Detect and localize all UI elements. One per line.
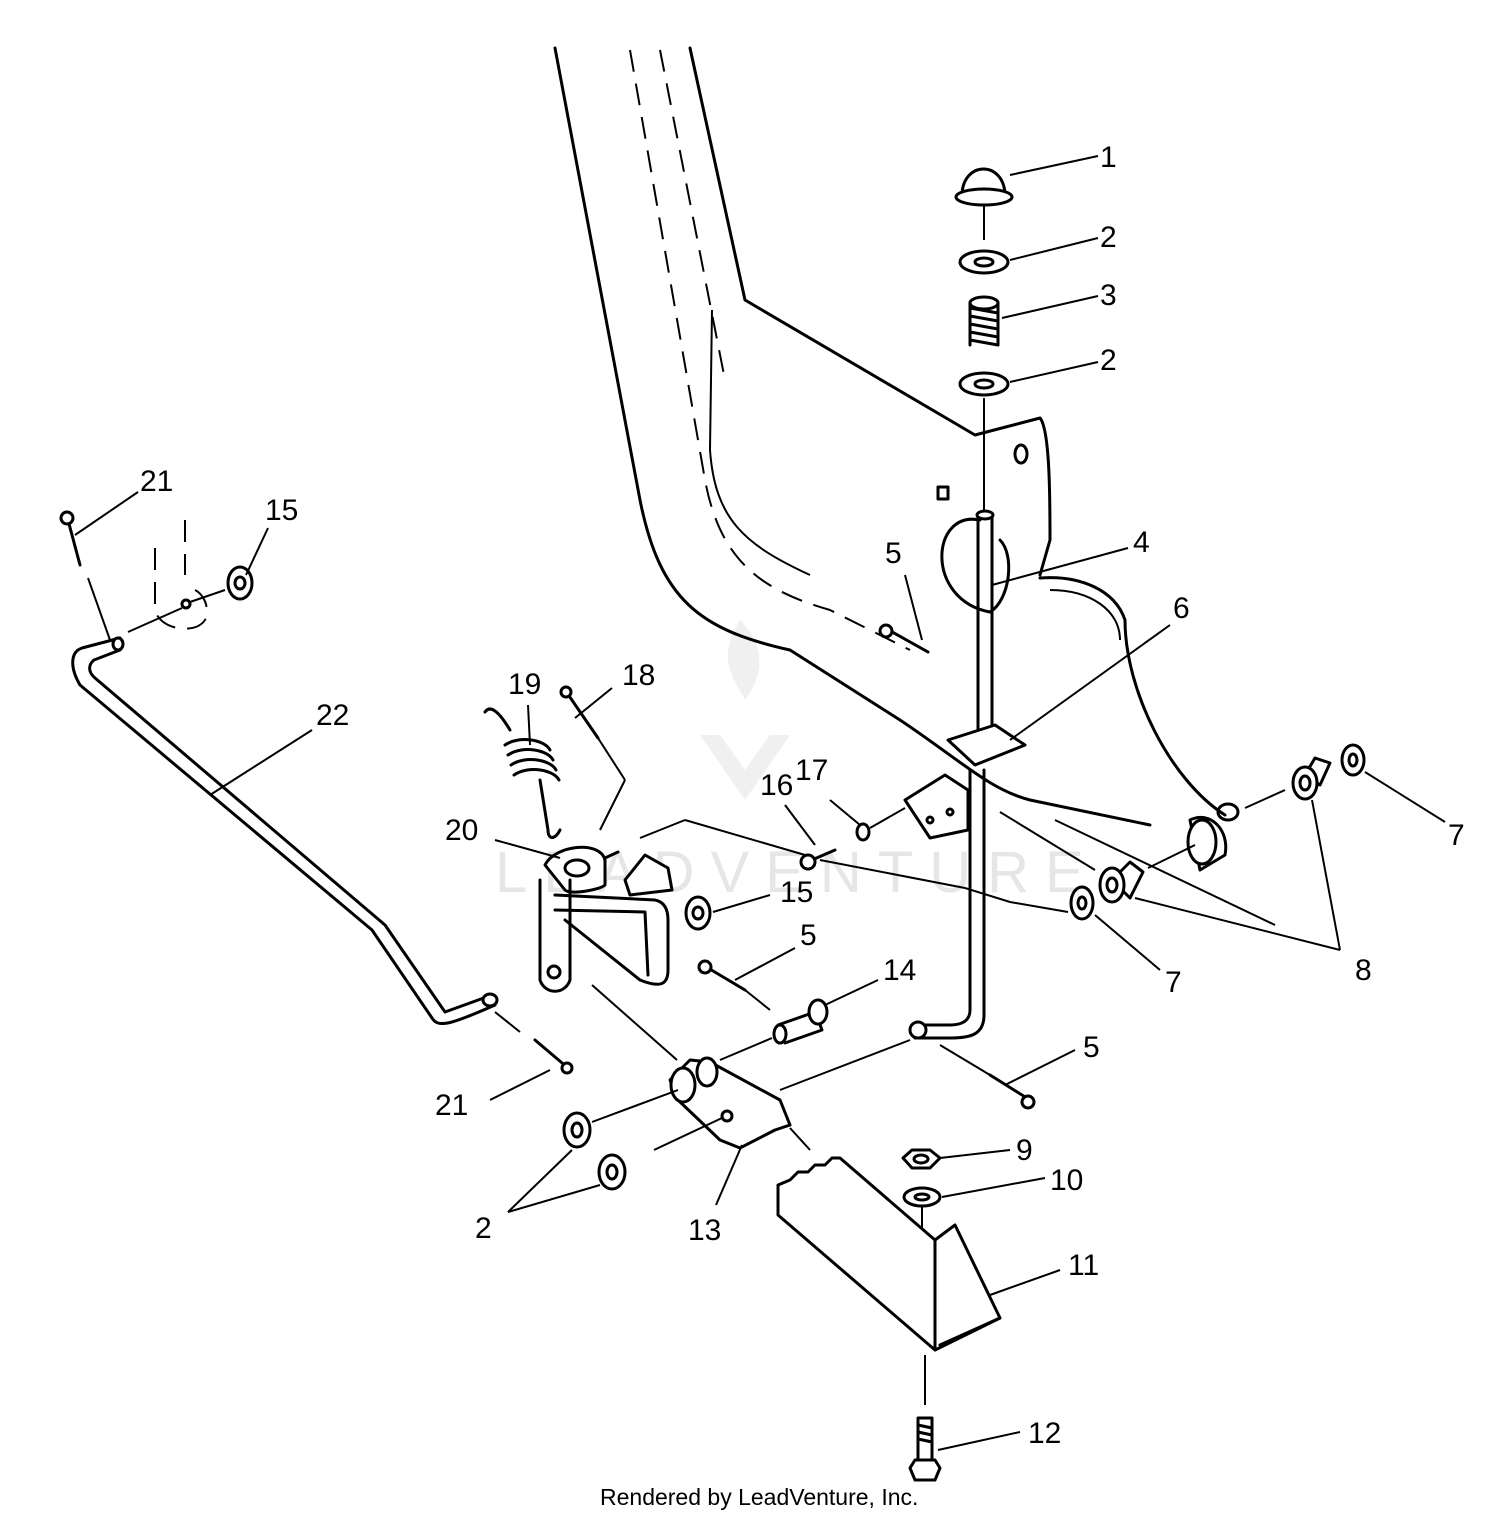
part-8-bushing-right <box>1291 756 1332 801</box>
part-7-washer-left <box>1069 885 1095 921</box>
callout-15-mid: 15 <box>780 876 813 909</box>
callout-labels: 1 2 3 2 21 15 5 4 6 19 18 22 16 17 7 20 … <box>140 141 1465 1450</box>
callout-18: 18 <box>622 659 655 692</box>
part-13-pedal-bracket <box>668 1056 792 1150</box>
part-16-bolt <box>799 848 837 871</box>
part-5-pin-middle <box>697 959 747 992</box>
part-5-pin-lower <box>988 1073 1036 1110</box>
part-9-nut <box>901 1148 942 1170</box>
callout-20: 20 <box>445 814 478 847</box>
part-2-washer-lower <box>958 371 1010 397</box>
callout-12: 12 <box>1028 1417 1061 1450</box>
credit-line: Rendered by LeadVenture, Inc. <box>600 1484 918 1510</box>
callout-9: 9 <box>1016 1134 1033 1167</box>
part-22-rod <box>71 636 499 1026</box>
callout-19: 19 <box>508 668 541 701</box>
part-15-washer-mid <box>684 895 712 931</box>
part-15-washer-left <box>226 565 254 601</box>
part-10-washer <box>902 1186 942 1208</box>
part-2-washer-lower-b <box>597 1153 627 1191</box>
part-2-washer-lower-a <box>562 1111 592 1149</box>
callout-3: 3 <box>1100 279 1117 312</box>
callout-5-upper: 5 <box>885 537 902 570</box>
part-12-bolt <box>908 1416 942 1482</box>
fender-frame <box>553 46 1240 827</box>
callout-21-top: 21 <box>140 465 173 498</box>
callout-21-bottom: 21 <box>435 1089 468 1122</box>
pivot-boss <box>1186 816 1228 872</box>
callout-5-middle: 5 <box>800 919 817 952</box>
callout-14: 14 <box>883 954 916 987</box>
part-21-pin-bottom <box>533 1038 574 1075</box>
callout-4: 4 <box>1133 526 1150 559</box>
callout-7-left: 7 <box>1165 966 1182 999</box>
callout-6: 6 <box>1173 592 1190 625</box>
callout-1: 1 <box>1100 141 1117 174</box>
part-5-pin-upper <box>878 623 930 654</box>
part-3-spring <box>968 295 1000 347</box>
part-18-pin <box>559 685 600 740</box>
callout-11: 11 <box>1068 1249 1099 1282</box>
part-6-bracket <box>903 723 1027 840</box>
part-4-rod <box>908 509 995 1040</box>
linkage-arm-dashed <box>154 520 208 630</box>
callout-2-second: 2 <box>1100 344 1117 377</box>
callout-2-bottom: 2 <box>475 1212 492 1245</box>
part-8-bushing-left <box>1098 860 1145 904</box>
part-20-pedal-arm <box>538 845 674 993</box>
callout-15-top: 15 <box>265 494 298 527</box>
leader-lines <box>74 155 1446 1451</box>
part-14-clevis-pin <box>772 998 829 1045</box>
part-2-washer-top <box>958 249 1010 275</box>
part-19-spring <box>483 707 562 839</box>
callout-17: 17 <box>795 754 828 787</box>
callout-5-lower: 5 <box>1083 1031 1100 1064</box>
callout-8: 8 <box>1355 954 1372 987</box>
part-21-pin-top <box>59 510 82 567</box>
callout-7-right: 7 <box>1448 819 1465 852</box>
callout-22: 22 <box>316 699 349 732</box>
part-7-washer-right <box>1340 743 1366 777</box>
callout-2-top: 2 <box>1100 221 1117 254</box>
callout-10: 10 <box>1050 1164 1083 1197</box>
callout-13: 13 <box>688 1214 721 1247</box>
callout-16: 16 <box>760 769 793 802</box>
part-1-cap <box>954 167 1014 207</box>
part-17-washer <box>855 822 871 842</box>
part-11-pedal-plate <box>776 1156 1002 1352</box>
